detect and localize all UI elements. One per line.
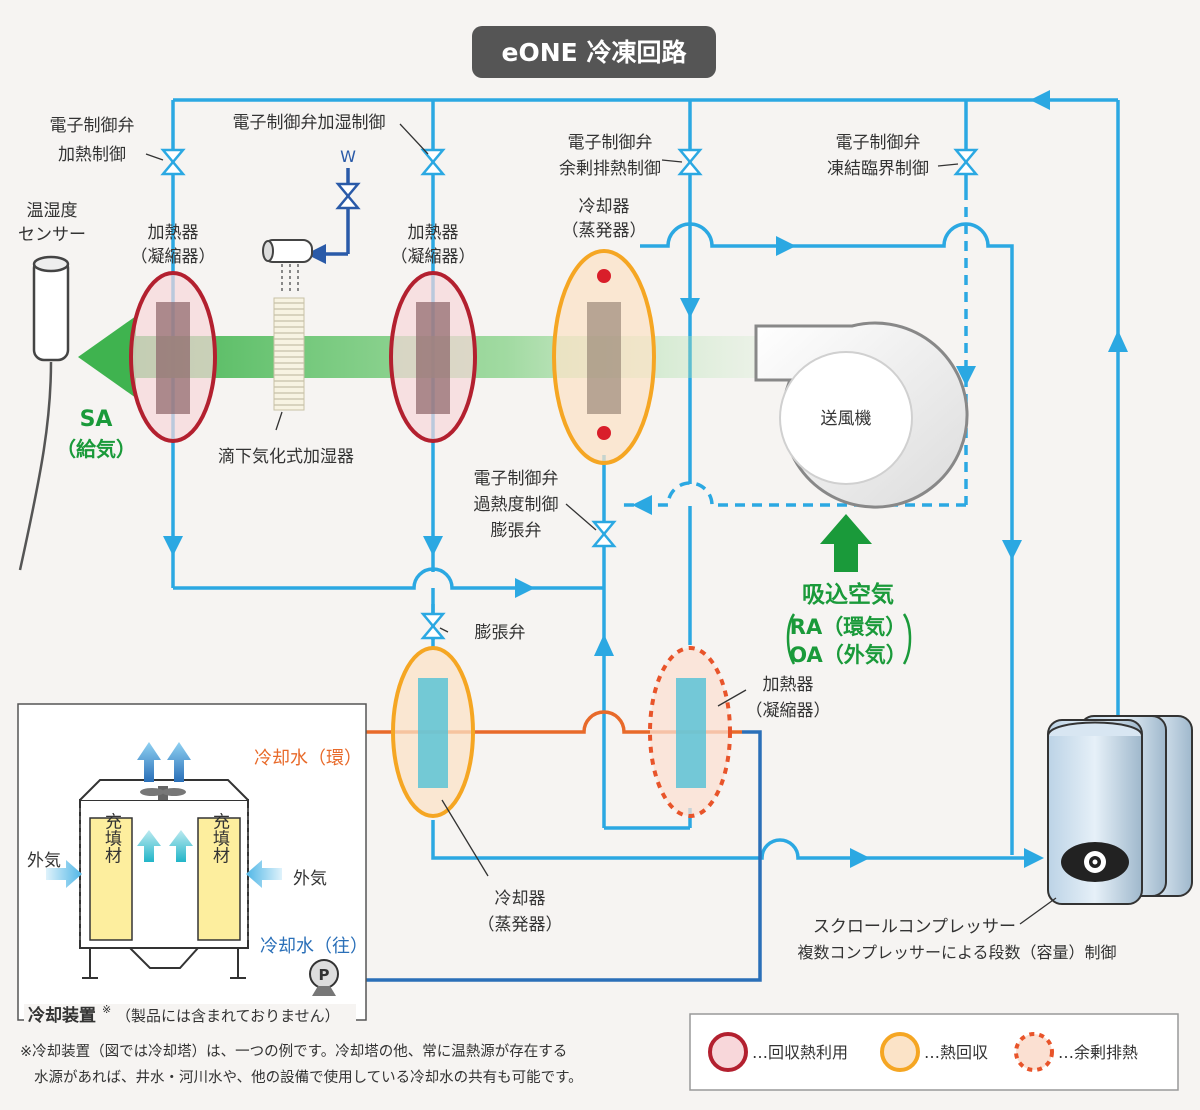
outside-air-label-1: 外気 [27, 851, 61, 871]
legend-swatch-heat-use [708, 1032, 748, 1072]
fan-label: 送風機 [821, 409, 872, 429]
valve-humid-label: 電子制御弁加湿制御 [233, 113, 386, 133]
flow-arrows [163, 90, 1128, 868]
cooling-device-note: （製品には含まれておりません） [116, 1007, 340, 1025]
valve-freeze-label-2: 凍結臨界制御 [827, 159, 929, 179]
heater1-label-2: （凝縮器） [131, 247, 216, 267]
component-labels: 電子制御弁 加熱制御 電子制御弁加湿制御 電子制御弁 余剰排熱制御 電子制御弁 … [18, 113, 1117, 962]
pump-label: P [319, 966, 330, 984]
legend-swatch-heat-recovery [880, 1032, 920, 1072]
footnote-line-1: ※冷却装置（図では冷却塔）は、一つの例です。冷却塔の他、常に温熱源が存在する [20, 1043, 567, 1060]
cooling-device-box: P [17, 703, 367, 1021]
intake-label-1: 吸込空気 [802, 581, 894, 608]
intake-label-2: RA（環気） [790, 615, 906, 639]
legend: …回収熱利用 …熱回収 …余剰排熱 [689, 1013, 1179, 1091]
packing-label-1: 充填材 [101, 812, 122, 863]
heater2-label-1: 加熱器 [408, 223, 459, 243]
water-label: W [340, 147, 356, 166]
valve-superheat-label-2: 過熱度制御 [474, 495, 559, 515]
legend-swatch-excess-heat [1014, 1032, 1054, 1072]
cooling-water-supply-label: 冷却水（往） [260, 936, 368, 957]
legend-heat-recovery: …熱回収 [924, 1043, 988, 1062]
cooling-device-mark: ※ [102, 1003, 111, 1016]
packing-label-2: 充填材 [209, 812, 230, 863]
humidifier-label: 滴下気化式加湿器 [218, 447, 354, 467]
intake-bracket-left [786, 613, 796, 665]
valve-heat-label-1: 電子制御弁 [50, 116, 135, 136]
heater-1 [129, 271, 217, 443]
cooler-bottom-label-1: 冷却器 [495, 889, 546, 909]
leader-lines [145, 123, 1057, 925]
cooling-device-caption-bg [24, 1004, 356, 1026]
diagram-title: eONE 冷凍回路 [502, 38, 688, 67]
cooler-top-label-1: 冷却器 [579, 197, 630, 217]
sa-label-2: （給気） [56, 437, 136, 461]
cooler-bottom-label-2: （蒸発器） [478, 915, 563, 935]
humidity-sensor [18, 255, 70, 571]
footnote-line-2: 水源があれば、井水・河川水や、他の設備で使用している冷却水の共有も可能です。 [34, 1069, 583, 1086]
fan: 送風機 [754, 321, 969, 509]
valve-freeze-label-1: 電子制御弁 [836, 133, 921, 153]
heater1-label-1: 加熱器 [148, 223, 199, 243]
cooling-device-label: 冷却装置 [28, 1005, 96, 1026]
scroll-compressor [1047, 715, 1193, 905]
cooler-top-label-2: （蒸発器） [562, 221, 647, 241]
valve-heat-label-2: 加熱制御 [58, 145, 126, 165]
humidifier-element [262, 239, 313, 411]
sensor-label-1: 温湿度 [27, 201, 78, 221]
cooler-top [552, 249, 656, 465]
heater-3 [648, 646, 732, 818]
heater-2 [389, 271, 477, 443]
intake-label-3: OA（外気） [789, 643, 907, 667]
valve-superheat-label-3: 膨張弁 [491, 521, 542, 541]
cooler-bottom [391, 646, 475, 818]
title-badge [472, 26, 716, 78]
sensor-label-2: センサー [18, 225, 86, 245]
water-supply: W [306, 147, 361, 264]
valve-superheat-label-1: 電子制御弁 [474, 469, 559, 489]
heater3-label-2: （凝縮器） [746, 701, 831, 721]
cooling-water-return-label: 冷却水（環） [254, 748, 362, 769]
outside-air-label-2: 外気 [293, 869, 327, 889]
valve-excess-label-1: 電子制御弁 [568, 133, 653, 153]
intake-bracket-right [902, 613, 912, 665]
heater3-label-1: 加熱器 [763, 675, 814, 695]
compressor-label-2: 複数コンプレッサーによる段数（容量）制御 [797, 943, 1116, 962]
expansion-valve-label: 膨張弁 [475, 623, 526, 643]
sa-label-1: SA [80, 407, 113, 432]
freeze-bypass-line [620, 190, 968, 507]
compressor-label-1: スクロールコンプレッサー [813, 917, 1016, 937]
legend-excess-heat: …余剰排熱 [1058, 1043, 1138, 1062]
valve-excess-label-2: 余剰排熱制御 [559, 159, 661, 179]
valves [160, 148, 979, 640]
legend-heat-use: …回収熱利用 [752, 1043, 848, 1062]
heater2-label-2: （凝縮器） [391, 247, 476, 267]
intake-arrow [820, 514, 872, 572]
